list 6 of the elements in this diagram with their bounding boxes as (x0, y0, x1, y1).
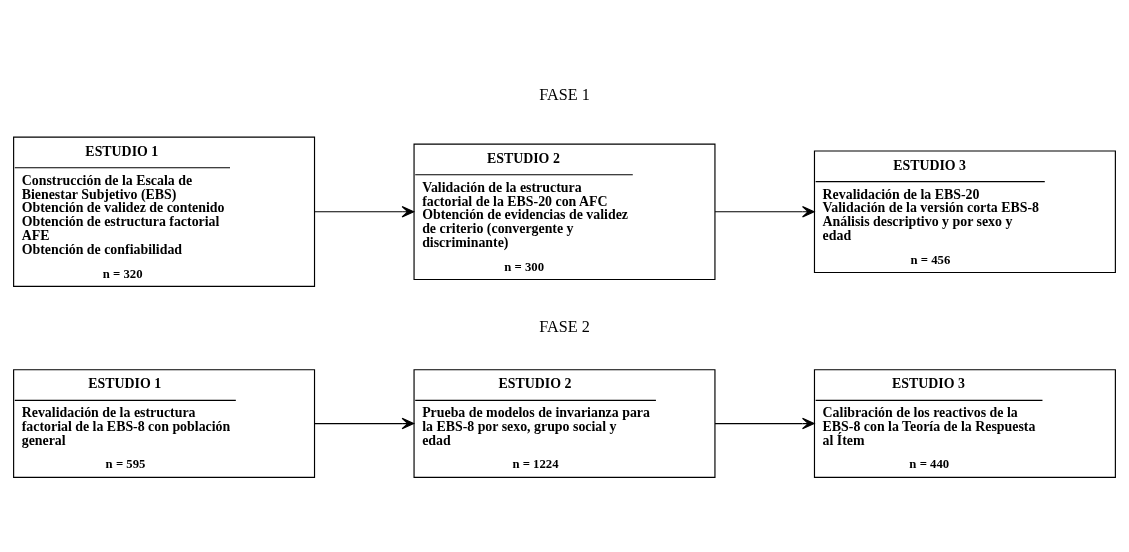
arrow (314, 417, 415, 430)
arrow (314, 206, 415, 218)
arrow (714, 206, 815, 218)
arrow (714, 417, 815, 430)
label: FASE 2 (539, 318, 590, 337)
label: FASE 1 (539, 85, 590, 104)
